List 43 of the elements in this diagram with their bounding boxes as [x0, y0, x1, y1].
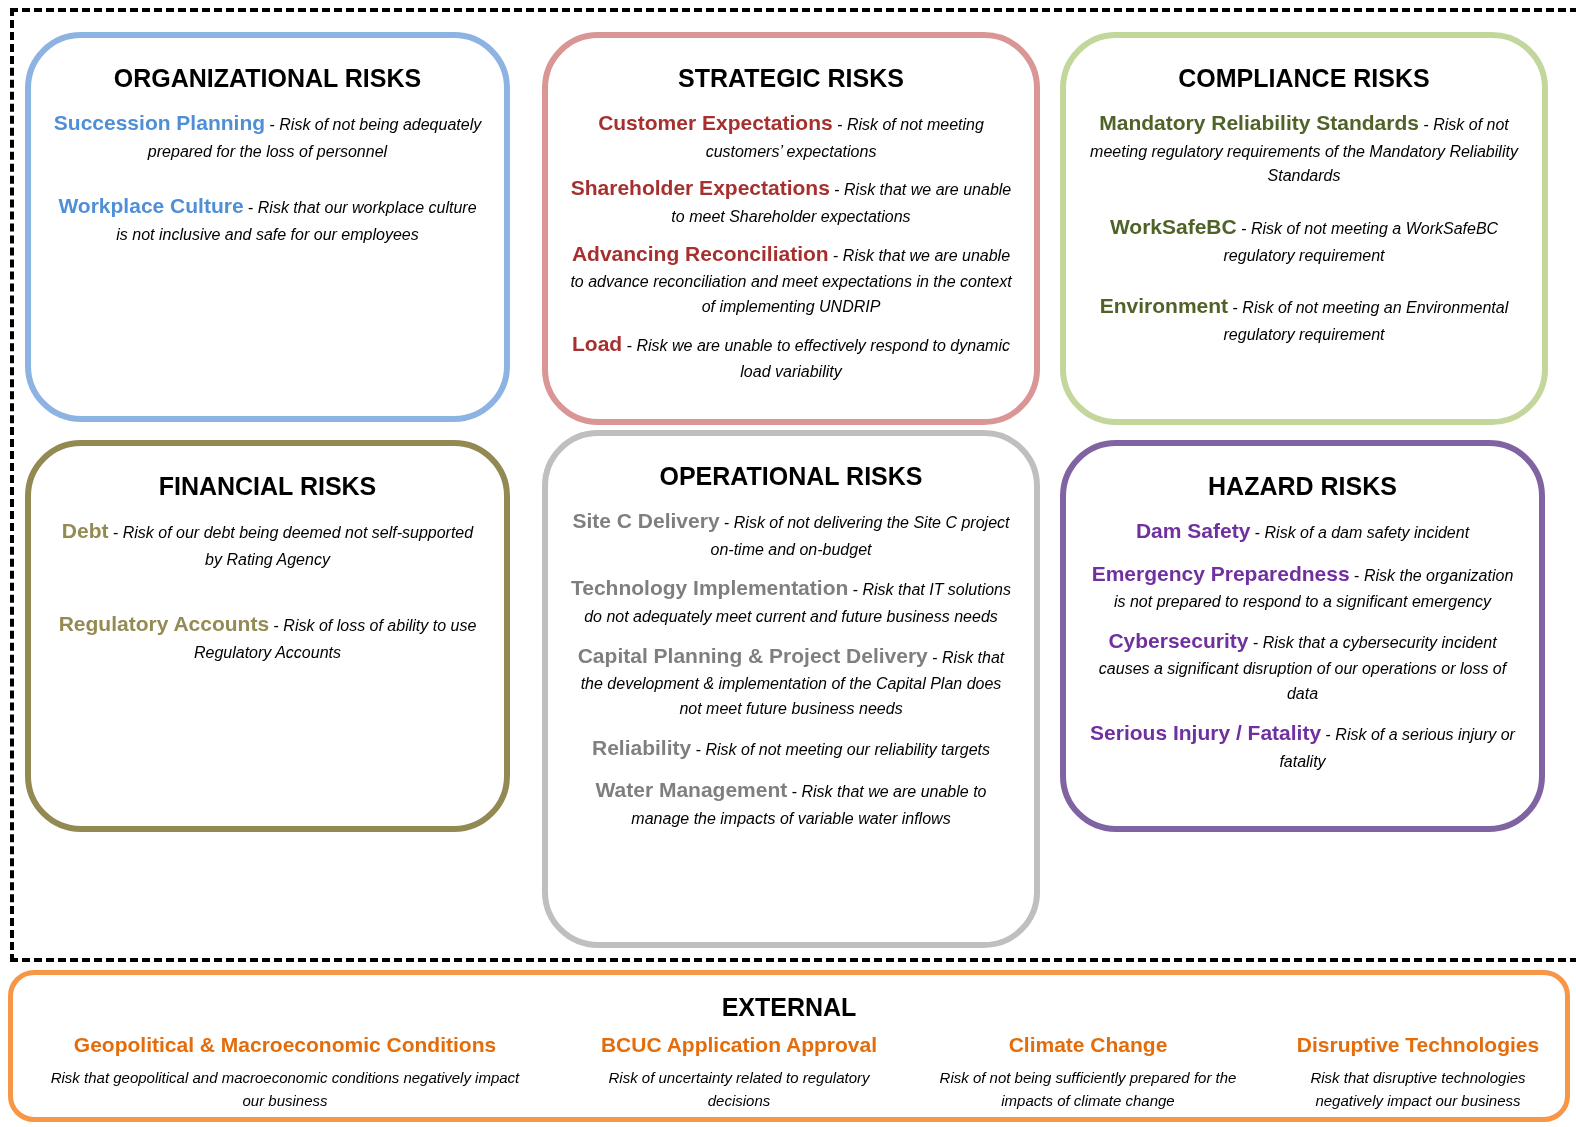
external-risks-panel — [8, 970, 1570, 1122]
card-heading: STRATEGIC RISKS — [678, 64, 904, 93]
card-heading: OPERATIONAL RISKS — [659, 462, 923, 491]
risk-description: Risk that geopolitical and macroeconomic conditions negatively impact our business — [50, 1068, 520, 1111]
risk-description: Risk of uncertainty related to regulatory decisions — [607, 1068, 871, 1111]
card-heading: HAZARD RISKS — [1208, 472, 1397, 501]
risk-item: Capital Planning & Project Delivery - Risk that the development & implementation of the Capital Plan does not meet future business needs — [576, 642, 1006, 720]
risk-category-card — [1060, 32, 1548, 425]
risk-name: Geopolitical & Macroeconomic Conditions — [72, 1033, 498, 1057]
risk-item: Reliability - Risk of not meeting our reliability targets — [592, 734, 990, 761]
risk-category-card — [542, 32, 1040, 425]
risk-name: Disruptive Technologies — [1295, 1033, 1541, 1057]
risk-item: Load - Risk we are unable to effectively respond to dynamic load variability — [571, 330, 1011, 383]
risk-description: Risk of not being sufficiently prepared for the impacts of climate change — [938, 1068, 1238, 1111]
risk-item: Regulatory Accounts - Risk of loss of ability to use Regulatory Accounts — [57, 611, 478, 663]
risk-item: Debt - Risk of our debt being deemed not self-supported by Rating Agency — [60, 518, 475, 570]
risk-category-card — [25, 440, 510, 832]
card-heading: FINANCIAL RISKS — [158, 472, 377, 501]
risk-item: Dam Safety - Risk of a dam safety incident — [1135, 518, 1470, 544]
risk-item: Succession Planning - Risk of not being adequately prepared for the loss of personnel — [53, 110, 482, 162]
risk-item: WorkSafeBC - Risk of not meeting a WorkSafeBC regulatory requirement — [1108, 214, 1500, 266]
risk-item: Shareholder Expectations - Risk that we are unable to meet Shareholder expectations — [570, 175, 1012, 227]
risk-item: Cybersecurity - Risk that a cybersecurity incident causes a significant disruption of our operations or loss of data — [1097, 627, 1509, 705]
card-heading: COMPLIANCE RISKS — [1178, 64, 1430, 93]
card-heading: ORGANIZATIONAL RISKS — [113, 64, 422, 93]
risk-item: Water Management - Risk that we are unable to manage the impacts of variable water inflows — [594, 777, 988, 829]
dashed-boundary — [10, 8, 1576, 962]
risk-category-card — [1060, 440, 1545, 832]
risk-item: Customer Expectations - Risk of not meeting customers’ expectations — [597, 110, 985, 162]
risk-item: Mandatory Reliability Standards - Risk of not meeting regulatory requirements of the Mandatory Reliability Standards — [1089, 110, 1520, 187]
risk-category-card — [25, 32, 510, 422]
risk-category-card — [542, 430, 1040, 948]
risk-name: Climate Change — [1007, 1033, 1169, 1057]
risk-item: Environment - Risk of not meeting an Environmental regulatory requirement — [1098, 293, 1510, 346]
risk-item: Emergency Preparedness - Risk the organization is not prepared to respond to a significant emergency — [1090, 560, 1515, 613]
risk-item: Advancing Reconciliation - Risk that we are unable to advance reconciliation and meet expectations in the context of implementing UNDRIP — [570, 240, 1012, 318]
risk-item: Technology Implementation - Risk that IT solutions do not adequately meet current and future business needs — [570, 575, 1012, 627]
risk-item: Serious Injury / Fatality - Risk of a serious injury or fatality — [1089, 720, 1517, 772]
risk-description: Risk that disruptive technologies negatively impact our business — [1309, 1068, 1527, 1111]
risk-name: BCUC Application Approval — [599, 1033, 879, 1057]
risk-item: Workplace Culture - Risk that our workplace culture is not inclusive and safe for our employees — [57, 193, 478, 245]
card-heading: EXTERNAL — [720, 993, 858, 1022]
risk-item: Site C Delivery - Risk of not delivering the Site C project on-time and on-budget — [571, 508, 1011, 560]
